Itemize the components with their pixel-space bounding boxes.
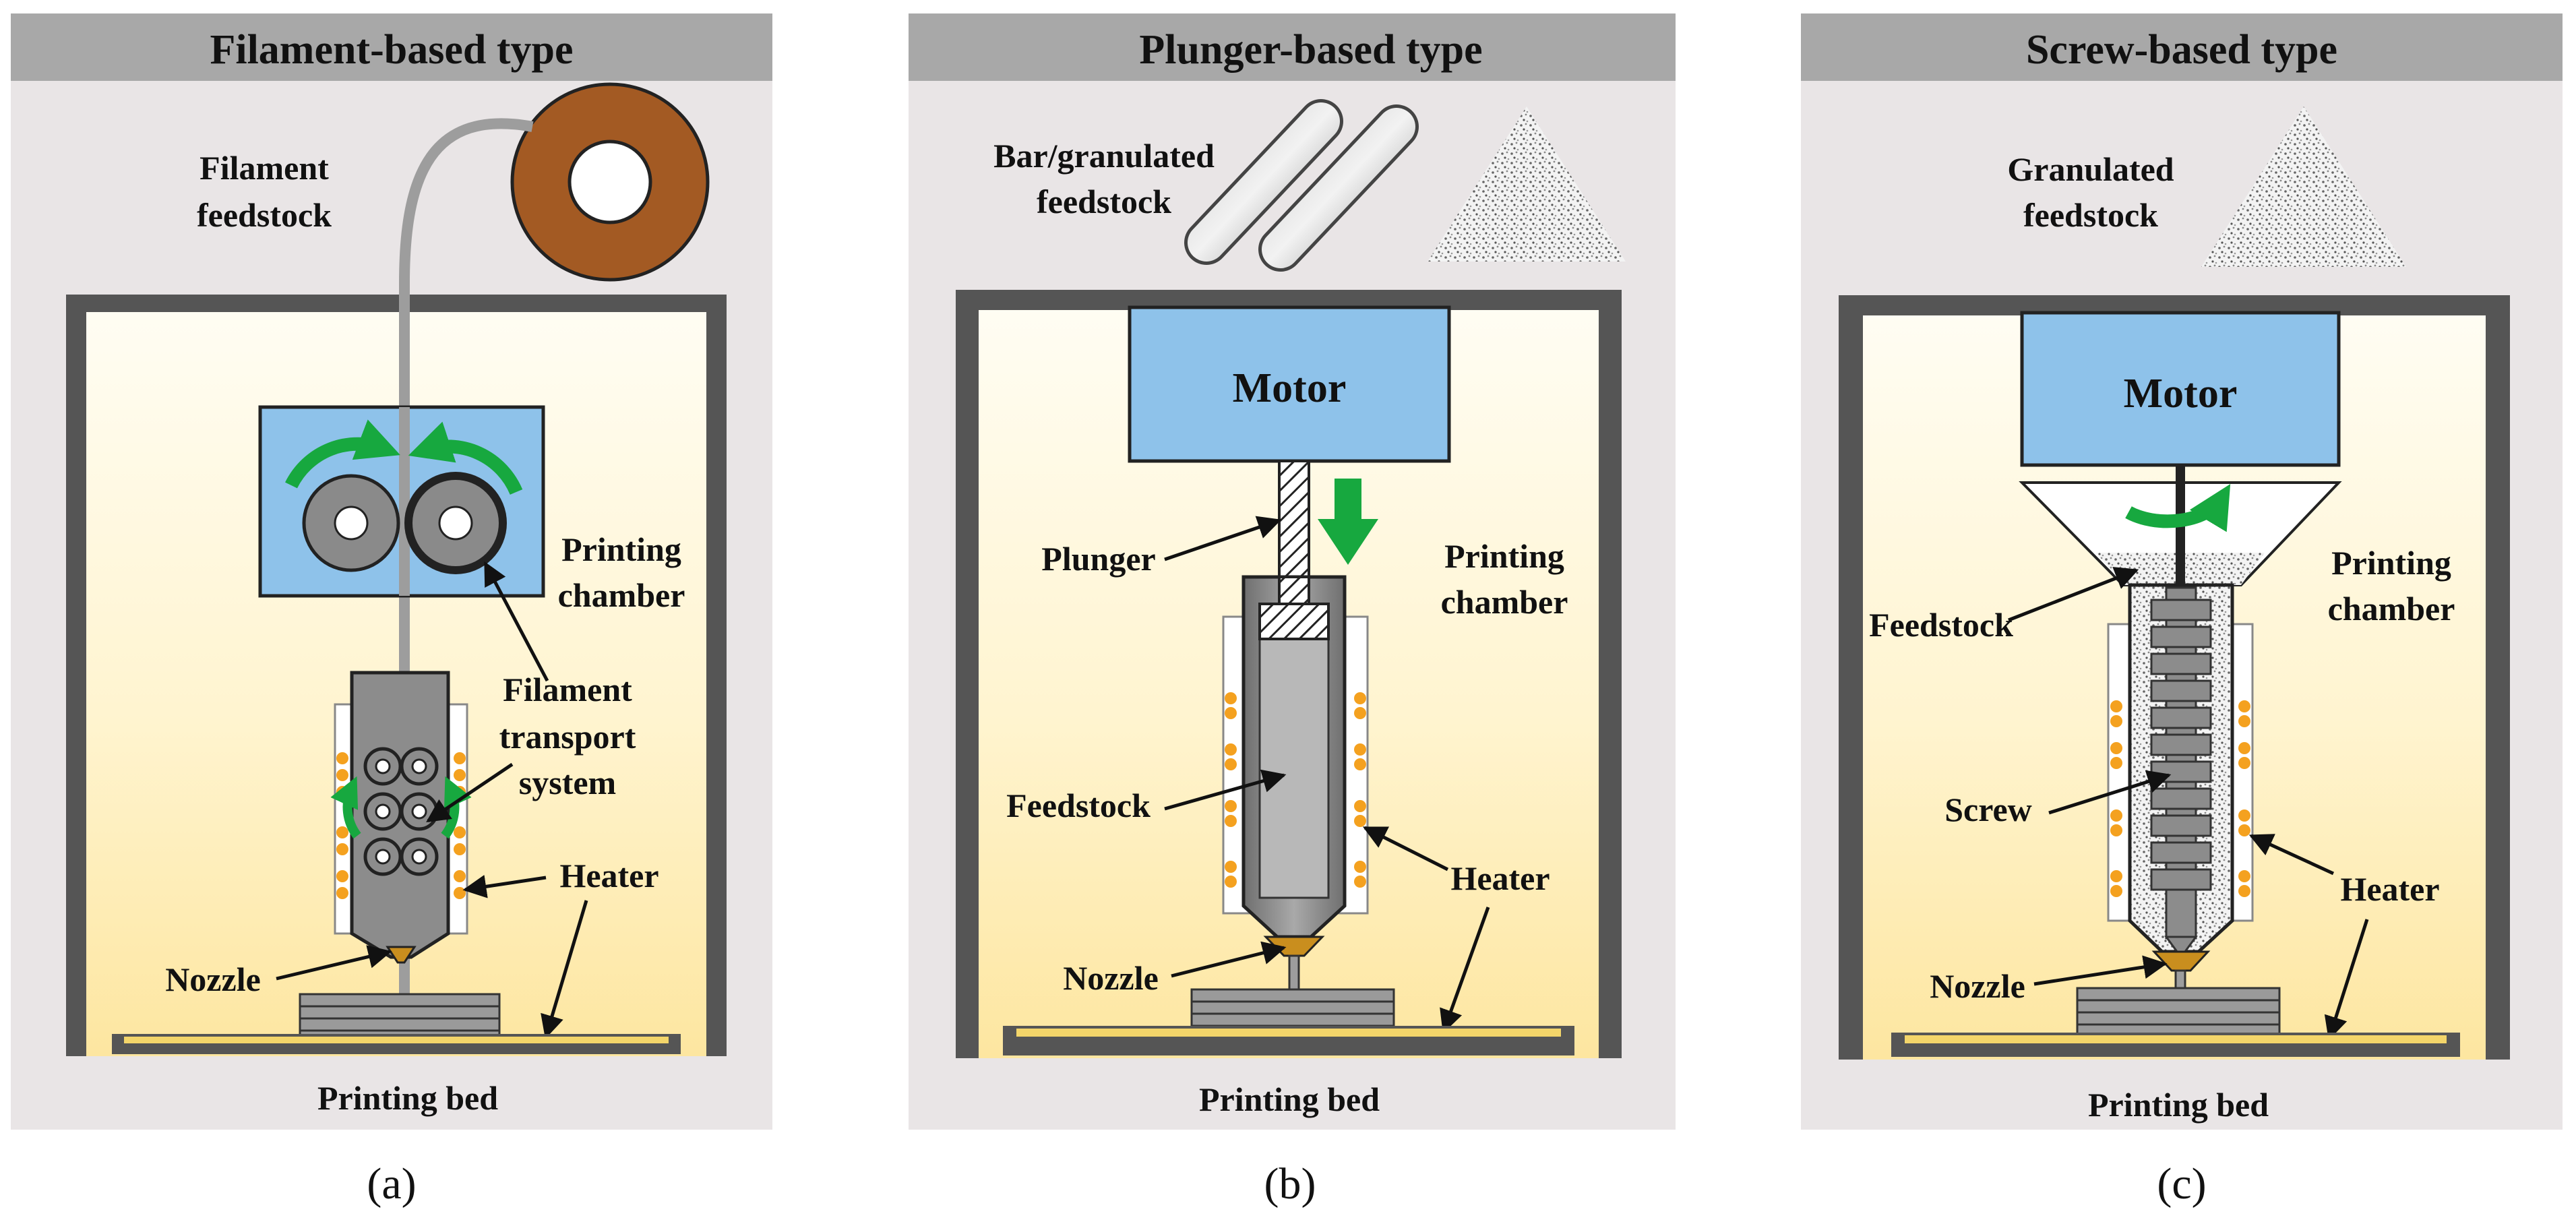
printed-part (2076, 987, 2281, 1038)
plunger-head (1258, 603, 1330, 640)
chamber-label-line1: Printing (2331, 544, 2451, 582)
panel-title: Plunger-based type (1139, 27, 1482, 73)
chamber-label-line2: chamber (2328, 590, 2455, 628)
nozzle-pointer (276, 945, 392, 981)
feedstock-bar (1258, 603, 1330, 899)
bed-pointer (1440, 907, 1490, 1034)
panel-title-bar (909, 13, 1676, 81)
filament-through-box (399, 407, 410, 596)
extrudate (2174, 969, 2186, 991)
drive-roller-gear (404, 472, 507, 574)
rotation-arrow-left (285, 419, 400, 489)
screw-pointer (2048, 770, 2172, 815)
filament-spool (510, 82, 710, 282)
transport-pointer-2 (426, 762, 514, 823)
caption-a: (a) (367, 1159, 416, 1208)
feedstock-label-line1: Granulated (2007, 150, 2174, 188)
panel-screw: Screw-based type Granulated feedstock Mo… (1801, 13, 2563, 1130)
bar-feedstock (1184, 99, 1419, 272)
caption-b: (b) (1264, 1159, 1316, 1208)
panel-filament: Filament-based type Filament feedstock P… (11, 13, 772, 1130)
nozzle-label: Nozzle (1063, 959, 1159, 997)
nozzle-tip (386, 946, 417, 964)
chamber-label-line2: chamber (558, 576, 685, 614)
feedstock-label-line2: feedstock (2023, 196, 2158, 234)
nozzle-label: Nozzle (165, 960, 261, 998)
transport-label-line2: transport (499, 718, 636, 756)
feedstock-pointer (1164, 769, 1287, 811)
rotation-arrow-small-left (330, 776, 361, 839)
plunger-pointer (1164, 516, 1282, 561)
rotation-arrow-small-right (441, 776, 472, 839)
plunger-label: Plunger (1041, 540, 1155, 578)
panel-title: Screw-based type (2026, 27, 2337, 73)
caption-c: (c) (2157, 1159, 2206, 1208)
feedstock-inner-label: Feedstock (1006, 787, 1151, 824)
feedstock-label-line2: feedstock (1037, 183, 1171, 220)
heater-pointer (462, 875, 547, 898)
screw-label: Screw (1944, 791, 2032, 828)
rotation-arrow (2125, 484, 2231, 532)
printed-part (1190, 988, 1395, 1027)
granulate-pile (1428, 106, 1626, 262)
heater-label: Heater (2340, 870, 2439, 908)
granulate-pile (2201, 106, 2406, 267)
chamber-label-line1: Printing (1444, 537, 1564, 575)
heater-label: Heater (559, 857, 658, 894)
motor-label: Motor (2124, 371, 2238, 417)
transport-label-line3: system (519, 764, 616, 801)
nozzle-pointer (1171, 941, 1287, 978)
bed-pointer (2324, 919, 2369, 1041)
panel-title-bar (11, 13, 772, 81)
heater-pointer (2248, 834, 2335, 876)
transport-label-line1: Filament (503, 671, 632, 708)
rotation-arrow-right (408, 421, 523, 495)
feedstock-pointer (2008, 567, 2139, 622)
chamber-label-line2: chamber (1441, 583, 1568, 621)
extrudate (1288, 954, 1300, 992)
chamber-label-line1: Printing (561, 530, 681, 568)
feedstock-label-line1: Bar/granulated (993, 137, 1215, 175)
heater-coils (1225, 692, 1366, 888)
bed-label: Printing bed (317, 1079, 498, 1117)
heater-pointer (1362, 826, 1449, 871)
feedstock-label-line1: Filament (200, 149, 329, 187)
transport-pointer (483, 561, 549, 682)
push-arrow (1318, 479, 1378, 565)
filament-strand (399, 118, 534, 1004)
panel-title-bar (1801, 13, 2563, 81)
bed-label: Printing bed (2088, 1086, 2269, 1124)
motor-label: Motor (1233, 365, 1347, 411)
nozzle-pointer (2033, 955, 2168, 986)
panel-title: Filament-based type (210, 27, 573, 73)
nozzle-label: Nozzle (1930, 967, 2025, 1005)
heater-label: Heater (1450, 859, 1550, 897)
heater-coils (2110, 700, 2250, 897)
bed-pointer (541, 900, 588, 1039)
panel-plunger: Plunger-based type Bar/granulated feedst… (909, 13, 1676, 1130)
feedstock-inner-label: Feedstock (1869, 606, 2013, 644)
bed-label: Printing bed (1199, 1080, 1380, 1118)
feedstock-label-line2: feedstock (197, 196, 332, 234)
